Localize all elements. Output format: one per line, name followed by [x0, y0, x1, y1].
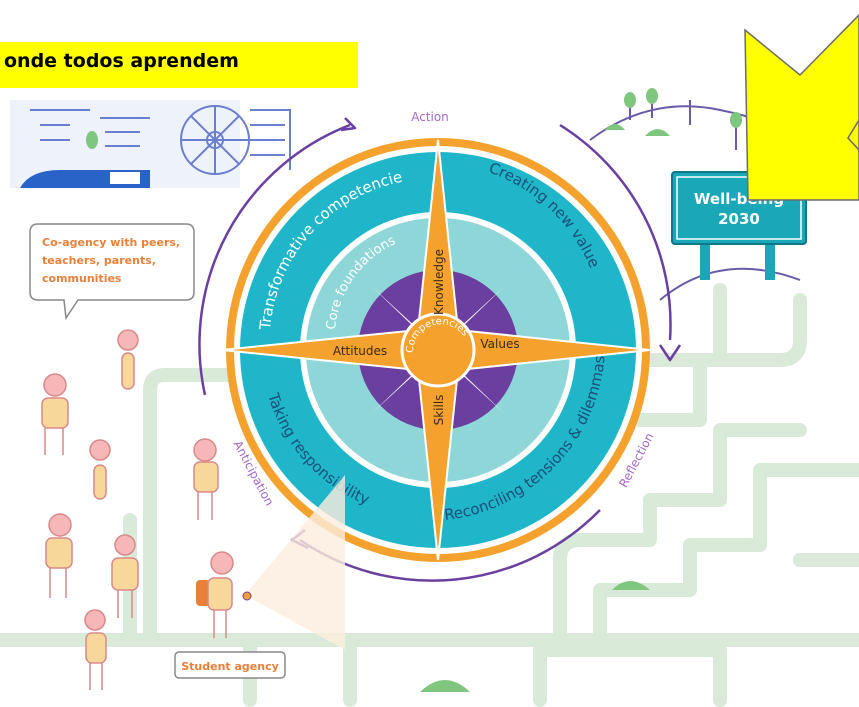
- yellow-arrow-shape: [744, 13, 859, 201]
- svg-text:Co-agency with peers, te: Co-agency with peers, teachers, parents,…: [42, 236, 184, 285]
- co-agency-callout: Co-agency with peers, teachers, parents,…: [29, 223, 195, 321]
- co-agency-line-3: communities: [42, 272, 122, 285]
- co-agency-line-2: teachers, parents,: [42, 254, 156, 267]
- banner-title: onde todos aprendem: [4, 50, 239, 72]
- compass-label-values: Values: [480, 337, 519, 351]
- city-icon: [10, 100, 291, 188]
- background-paths: [0, 283, 859, 707]
- trees-icon: [420, 88, 742, 692]
- co-agency-line-1: Co-agency with peers,: [42, 236, 180, 249]
- compass-label-knowledge: Knowledge: [432, 249, 446, 315]
- title-banner: [0, 42, 358, 88]
- compass-label-skills: Skills: [432, 395, 446, 426]
- tree-icon: [86, 131, 98, 149]
- student-agency-label: Student agency: [181, 660, 279, 673]
- student-agency-callout: Student agency: [174, 651, 286, 679]
- sign-line-2: 2030: [718, 210, 760, 228]
- people-figures: [41, 329, 219, 690]
- student-figure: [196, 475, 345, 650]
- cycle-label-action: Action: [411, 110, 449, 124]
- compass-label-attitudes: Attitudes: [333, 344, 387, 358]
- compass: [221, 138, 651, 562]
